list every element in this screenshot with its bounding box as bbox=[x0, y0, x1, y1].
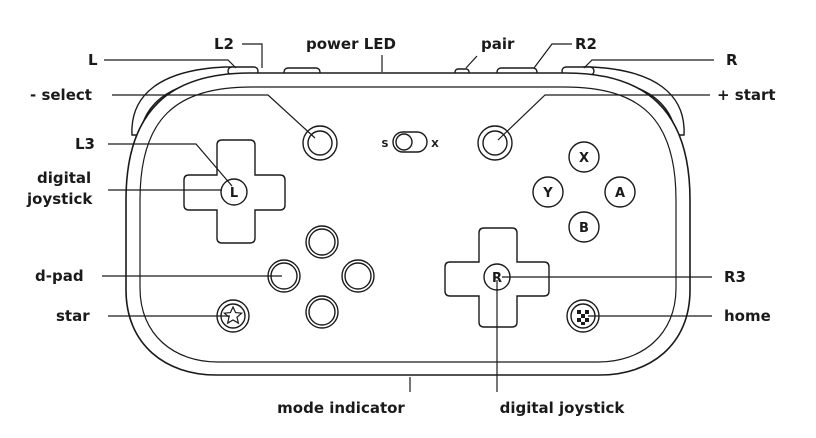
label-pair: pair bbox=[481, 35, 515, 53]
label-select: - select bbox=[30, 86, 92, 104]
label-power-led: power LED bbox=[306, 35, 396, 53]
label-digital-joystick-left-1: digital bbox=[37, 169, 91, 187]
d-pad-down-inner bbox=[308, 298, 336, 326]
switch-x-label: X bbox=[431, 139, 439, 150]
b-button bbox=[568, 211, 600, 243]
l3-letter: L bbox=[230, 186, 238, 201]
r3-letter: R bbox=[492, 271, 502, 286]
label-digital-joystick-bottom: digital joystick bbox=[500, 399, 626, 417]
label-d-pad: d-pad bbox=[35, 267, 84, 285]
y-button-letter: Y bbox=[542, 186, 553, 201]
a-button-letter: A bbox=[615, 186, 625, 201]
y-button bbox=[532, 176, 564, 208]
a-button bbox=[604, 176, 636, 208]
d-pad-right-inner bbox=[344, 262, 372, 290]
x-button-letter: X bbox=[579, 151, 589, 166]
label-home: home bbox=[724, 307, 771, 325]
leader-lines bbox=[102, 43, 714, 392]
switch-s-label: S bbox=[381, 139, 388, 150]
controller-face-plate bbox=[139, 86, 677, 363]
label-mode-indicator: mode indicator bbox=[277, 399, 405, 417]
label-r: R bbox=[726, 51, 738, 69]
label-r3: R3 bbox=[724, 268, 746, 286]
b-button-letter: B bbox=[579, 221, 589, 236]
controller-outline bbox=[125, 72, 691, 376]
label-star: star bbox=[56, 307, 90, 325]
label-digital-joystick-left-2: joystick bbox=[26, 190, 93, 208]
d-pad-up-inner bbox=[308, 228, 336, 256]
star-icon bbox=[222, 305, 244, 325]
home-icon bbox=[577, 310, 589, 325]
x-button bbox=[568, 141, 600, 173]
label-l2: L2 bbox=[214, 35, 234, 53]
mode-switch-knob bbox=[395, 133, 413, 151]
l3-button bbox=[220, 178, 248, 206]
label-r2: R2 bbox=[575, 35, 597, 53]
label-start: + start bbox=[717, 86, 776, 104]
label-l: L bbox=[88, 51, 98, 69]
label-l3: L3 bbox=[75, 135, 95, 153]
